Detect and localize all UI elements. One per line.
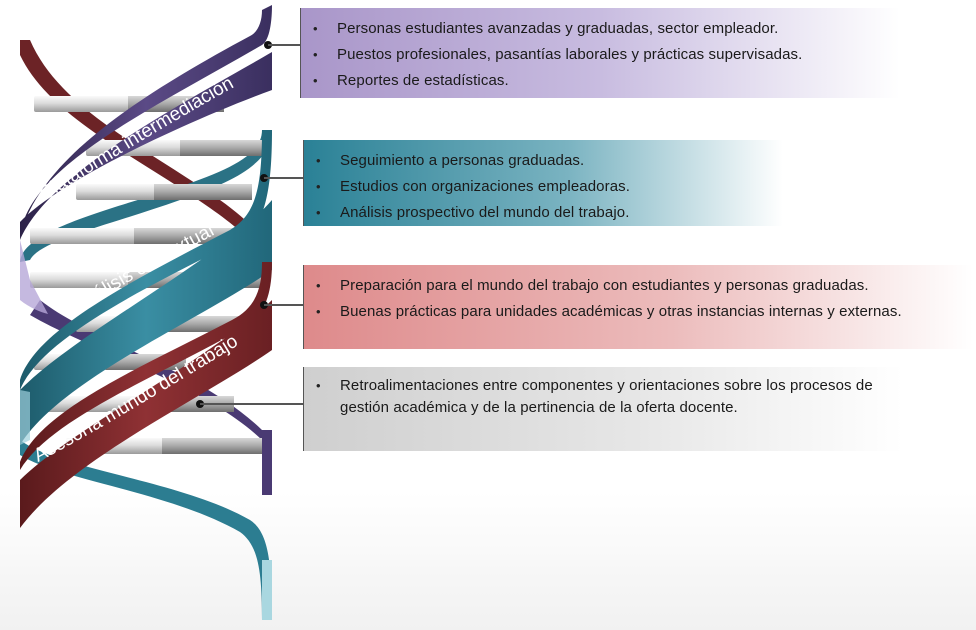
box-retroalimentacion-list: Retroalimentaciones entre componentes y … — [316, 375, 880, 419]
list-item: Preparación para el mundo del trabajo co… — [316, 273, 963, 299]
connector-line-retroalimentacion — [200, 403, 304, 405]
red-strand-back — [20, 40, 272, 262]
rung — [154, 184, 252, 200]
list-item: Análisis prospectivo del mundo del traba… — [316, 200, 773, 226]
purple-ribbon — [20, 5, 272, 240]
dna-helix-illustration: Plataforma intermediación Análisis conte… — [20, 5, 272, 620]
box-retroalimentacion: Retroalimentaciones entre componentes y … — [303, 367, 903, 451]
box-plataforma: Personas estudiantes avanzadas y graduad… — [300, 8, 900, 98]
box-analisis: Seguimiento a personas graduadas. Estudi… — [303, 140, 783, 226]
connector-line-plataforma — [268, 44, 302, 46]
box-plataforma-list: Personas estudiantes avanzadas y graduad… — [313, 16, 890, 94]
connector-line-analisis — [264, 177, 304, 179]
rung — [162, 438, 262, 454]
list-item: Seguimiento a personas graduadas. — [316, 148, 773, 174]
box-asesoria: Preparación para el mundo del trabajo co… — [303, 265, 973, 349]
box-analisis-list: Seguimiento a personas graduadas. Estudi… — [316, 148, 773, 226]
list-item: Buenas prácticas para unidades académica… — [316, 299, 963, 325]
teal-tail — [262, 560, 272, 620]
list-item: Retroalimentaciones entre componentes y … — [316, 375, 880, 419]
purple-strand-back — [30, 300, 272, 495]
teal-ribbon — [20, 130, 272, 445]
teal-strand-lower — [20, 440, 272, 620]
list-item: Personas estudiantes avanzadas y graduad… — [313, 16, 890, 42]
red-ribbon — [20, 262, 272, 528]
lavender-highlight — [20, 240, 48, 314]
list-item: Reportes de estadísticas. — [313, 68, 890, 94]
helix-front-ribbons — [20, 5, 272, 620]
list-item: Estudios con organizaciones empleadoras. — [316, 174, 773, 200]
teal-ribbon-highlight — [20, 390, 30, 445]
connector-line-asesoria — [264, 304, 304, 306]
rung — [180, 140, 262, 156]
list-item: Puestos profesionales, pasantías laboral… — [313, 42, 890, 68]
box-asesoria-list: Preparación para el mundo del trabajo co… — [316, 273, 963, 325]
